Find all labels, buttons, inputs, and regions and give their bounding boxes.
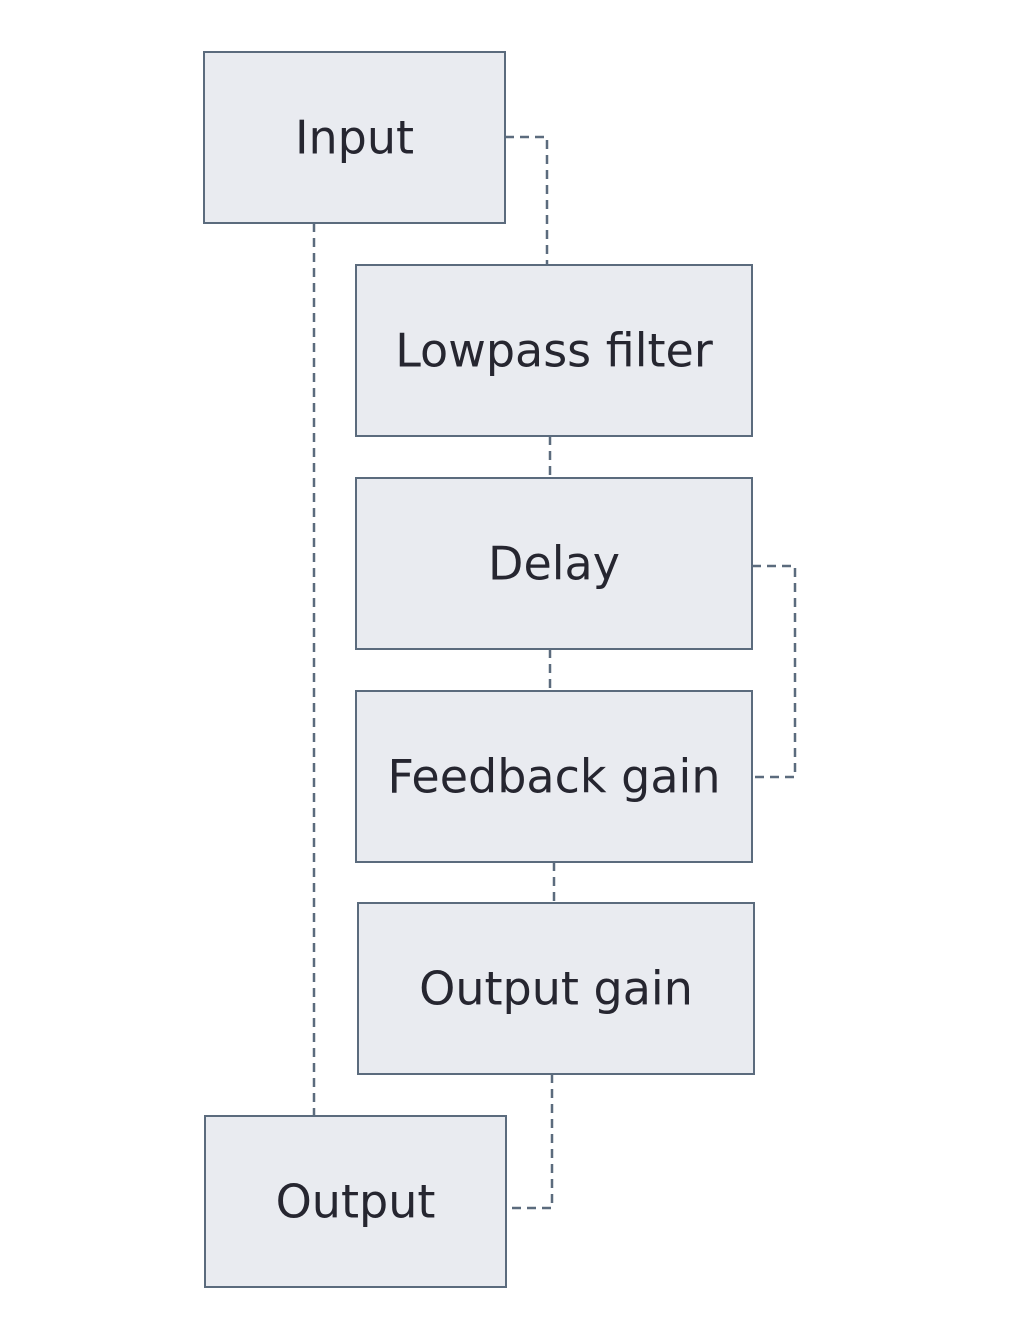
node-output-label: Output [276, 1175, 436, 1229]
edge-output-gain-to-output [506, 1074, 554, 1210]
node-input-box [203, 51, 506, 224]
node-delay-box [355, 477, 753, 650]
node-output-gain-box [357, 902, 755, 1075]
node-lowpass-filter-box [355, 264, 753, 437]
node-output-gain-label: Output gain [419, 962, 693, 1016]
node-delay: Delay [355, 477, 753, 650]
node-output: Output [204, 1115, 507, 1288]
node-lowpass-filter: Lowpass filter [355, 264, 753, 437]
node-feedback-gain: Feedback gain [355, 690, 753, 863]
node-delay-label: Delay [488, 537, 620, 591]
node-input: Input [203, 51, 506, 224]
node-output-gain: Output gain [357, 902, 755, 1075]
node-feedback-gain-label: Feedback gain [387, 750, 720, 804]
node-input-label: Input [295, 111, 414, 165]
edge-feedback-loop [752, 564, 797, 779]
node-lowpass-filter-label: Lowpass filter [395, 324, 713, 378]
connectors [312, 135, 797, 1210]
node-feedback-gain-box [355, 690, 753, 863]
node-output-box [204, 1115, 507, 1288]
edge-input-to-lowpass [505, 135, 549, 265]
